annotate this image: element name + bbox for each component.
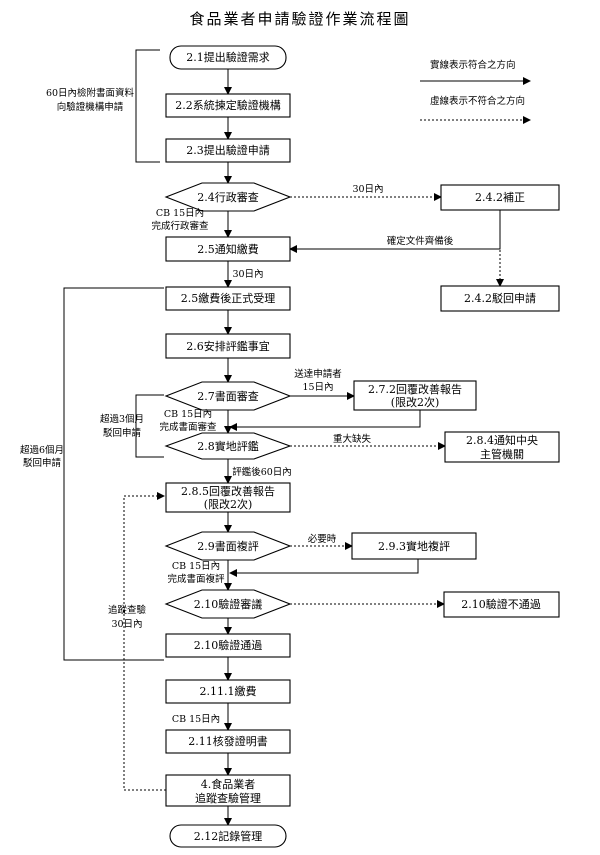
node-2-8-5 (165, 482, 291, 513)
node-2-7-2 (353, 380, 477, 411)
note-track-1: 追蹤查驗 (108, 604, 147, 616)
note-send-1: 送達申請者 (294, 368, 342, 380)
note-over6-1: 超過6個月 (20, 444, 64, 456)
note-cb15-admin-2: 完成行政審查 (151, 220, 209, 232)
node-2-4-2-reject-label: 2.4.2駁回申請 (464, 291, 536, 305)
note-cb15-fee: CB 15日內 (172, 714, 220, 725)
node-2-9-3 (351, 532, 477, 560)
node-2-4-2-reject (440, 285, 560, 312)
node-2-7-label: 2.7書面審查 (197, 389, 259, 403)
note-over3-2: 駁回申請 (103, 427, 142, 439)
node-2-10 (164, 589, 292, 619)
note-cb15-review-2: 完成書面複評 (167, 573, 225, 585)
note-30days-a: 30日內 (352, 184, 383, 195)
node-2-11-1 (165, 679, 291, 704)
node-2-8-4 (444, 431, 560, 463)
node-2-8-4-label: 2.8.4通知中央 (466, 433, 538, 447)
node-2-10-fail (443, 591, 560, 618)
node-2-3-label: 2.3提出驗證申請 (186, 143, 270, 157)
node-2-5-accept (165, 286, 291, 311)
node-2-7-2-label: 2.7.2回覆改善報告 (368, 382, 462, 396)
node-2-6 (165, 333, 291, 359)
node-2-8-4-sublabel: 主管機關 (480, 447, 524, 461)
node-2-5-accept-label: 2.5繳費後正式受理 (181, 291, 276, 305)
node-2-10-fail-label: 2.10驗證不通過 (461, 597, 541, 611)
note-cb15-review-1: CB 15日內 (172, 561, 220, 572)
bracket-apply-60 (135, 49, 160, 163)
note-confirm-docs: 確定文件齊備後 (387, 235, 454, 247)
node-2-8-5-sublabel: (限改2次) (204, 497, 253, 511)
node-2-10-label: 2.10驗證審議 (194, 597, 263, 611)
note-send-2: 15日內 (302, 382, 333, 393)
bracket-over3 (135, 394, 164, 458)
node-2-6-label: 2.6安排評鑑事宜 (186, 339, 270, 353)
node-4-label: 4.食品業者 (201, 777, 256, 791)
node-2-12-label: 2.12記錄管理 (194, 829, 263, 843)
node-2-4-2 (440, 184, 560, 211)
node-4-sublabel: 追蹤查驗管理 (195, 791, 261, 805)
node-2-1 (169, 45, 287, 70)
node-2-5-notify (165, 236, 291, 262)
arrow-track-loop (123, 492, 166, 791)
node-2-8-5-label: 2.8.5回覆改善報告 (181, 484, 275, 498)
node-2-4 (164, 182, 292, 212)
arrow-272-back (229, 410, 421, 431)
node-2-2 (165, 93, 291, 118)
node-2-9 (164, 531, 292, 561)
note-if-needed: 必要時 (308, 533, 337, 545)
note-30days-b: 30日內 (232, 269, 263, 280)
node-2-9-label: 2.9書面複評 (197, 539, 259, 553)
note-over3-1: 超過3個月 (100, 413, 144, 425)
arrow-293-back (229, 559, 419, 577)
legend-solid-label: 實線表示符合之方向 (430, 59, 516, 71)
note-cb15-doc-2: 完成書面審查 (159, 421, 217, 433)
diagram-title: 食品業者申請驗證作業流程圖 (189, 10, 411, 28)
node-2-5-notify-label: 2.5通知繳費 (197, 242, 259, 256)
note-left60-line1: 60日內檢附書面資料 (46, 87, 135, 99)
node-2-7-2-sublabel: (限改2次) (391, 395, 440, 409)
node-2-10-pass (165, 633, 291, 658)
arrow-242-to-25 (289, 210, 501, 253)
note-left60-line2: 向驗證機構申請 (57, 101, 124, 113)
node-2-11-1-label: 2.11.1繳費 (200, 684, 257, 698)
note-cb15-doc-1: CB 15日內 (164, 409, 212, 420)
node-2-11 (165, 729, 291, 754)
node-2-7 (164, 381, 292, 411)
node-2-12 (169, 824, 287, 848)
node-4 (165, 774, 291, 807)
node-2-8 (164, 432, 292, 460)
legend-dashed-label: 虛線表示不符合之方向 (430, 95, 525, 107)
note-major-defect: 重大缺失 (333, 433, 372, 445)
node-2-2-label: 2.2系統揀定驗證機構 (175, 98, 281, 112)
bracket-over6 (63, 287, 164, 661)
note-after60: 評鑑後60日內 (232, 466, 292, 478)
note-cb15-admin-1: CB 15日內 (156, 208, 204, 219)
note-track-2: 30日內 (111, 619, 142, 630)
node-2-10-pass-label: 2.10驗證通過 (194, 638, 263, 652)
node-2-11-label: 2.11核發證明書 (188, 734, 268, 748)
node-2-8-label: 2.8實地評鑑 (197, 439, 259, 453)
node-2-3 (165, 138, 291, 163)
note-over6-2: 駁回申請 (23, 457, 62, 469)
node-2-4-label: 2.4行政審查 (197, 190, 259, 204)
node-2-9-3-label: 2.9.3實地複評 (378, 539, 450, 553)
node-2-4-2-label: 2.4.2補正 (475, 191, 525, 204)
node-2-1-label: 2.1提出驗證需求 (186, 50, 270, 64)
